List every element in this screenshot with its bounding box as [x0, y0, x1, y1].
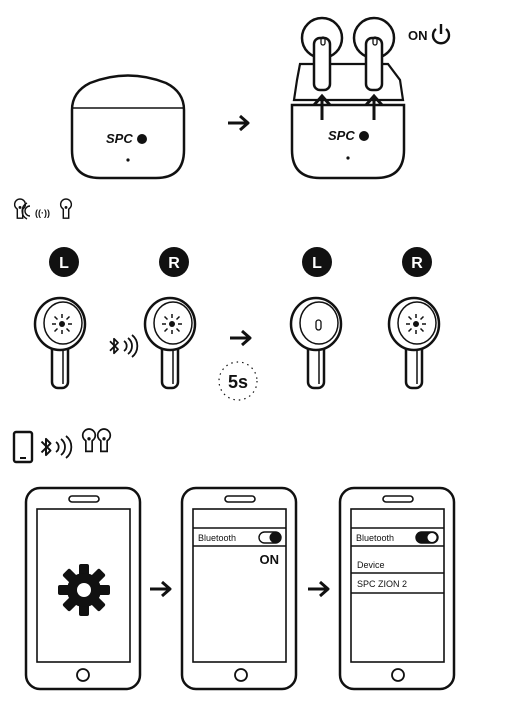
blinking-light-icon [405, 313, 427, 335]
open-charging-case: SPC [290, 16, 406, 180]
gear-icon[interactable] [58, 564, 110, 616]
phone-bluetooth-header-icon [12, 428, 112, 464]
left-earbud-connected [289, 296, 343, 390]
brand-logo-icon [137, 134, 147, 144]
svg-text:R: R [411, 255, 423, 272]
arrow-up-icon [364, 93, 384, 120]
right-earbud-blinking-2 [387, 296, 441, 390]
signal-waves-icon [55, 435, 73, 459]
svg-text:R: R [168, 255, 180, 272]
right-earbud-blinking [143, 296, 197, 390]
on-label: ON [408, 28, 428, 43]
arrow-right-icon [228, 329, 252, 347]
phone-settings [24, 486, 142, 691]
bluetooth-status: ON [260, 552, 280, 567]
device-list-item[interactable]: SPC ZION 2 [357, 579, 407, 589]
earbud-mini-icon [96, 428, 112, 453]
earbud-mini-icon [81, 428, 97, 453]
left-earbud-lifted [300, 16, 344, 92]
led-dot-open [346, 156, 350, 160]
phone-device-list: Bluetooth Device SPC ZION 2 [338, 486, 456, 691]
earbud-led-icon [315, 319, 322, 331]
svg-text:5s: 5s [228, 372, 248, 392]
timer-5s: 5s [218, 361, 258, 401]
left-badge-2: L [302, 247, 332, 277]
right-badge: R [159, 247, 189, 277]
earbuds-pairing-header-icon: ((·)) [13, 198, 73, 220]
earbud-mini-icon [59, 198, 73, 219]
arrow-right-icon [306, 580, 330, 598]
phone-bluetooth-on: Bluetooth ON [180, 486, 298, 691]
blinking-light-icon [51, 313, 73, 335]
sync-dots-icon: ((·)) [35, 208, 50, 218]
arrow-right-icon [226, 114, 250, 132]
brand-logo-open: SPC [328, 128, 355, 143]
power-icon [431, 24, 451, 45]
bluetooth-setting-label: Bluetooth [198, 533, 236, 543]
right-badge-2: R [402, 247, 432, 277]
bluetooth-toggle[interactable] [258, 531, 282, 544]
bluetooth-toggle[interactable] [415, 531, 439, 544]
left-earbud-blinking [33, 296, 87, 390]
arrow-right-icon [148, 580, 172, 598]
blinking-light-icon [161, 313, 183, 335]
bluetooth-icon [40, 437, 52, 457]
bluetooth-signal-icon [109, 334, 139, 358]
svg-text:L: L [59, 255, 69, 272]
phone-icon [12, 430, 34, 464]
bluetooth-setting-label: Bluetooth [356, 533, 394, 543]
arrow-up-icon [312, 93, 332, 120]
brand-logo-icon-open [359, 131, 369, 141]
closed-charging-case: SPC [70, 74, 186, 180]
left-badge: L [49, 247, 79, 277]
led-dot [126, 158, 130, 162]
right-earbud-lifted [352, 16, 396, 92]
svg-text:L: L [312, 255, 322, 272]
brand-logo: SPC [106, 131, 133, 146]
device-section-label: Device [357, 560, 385, 570]
